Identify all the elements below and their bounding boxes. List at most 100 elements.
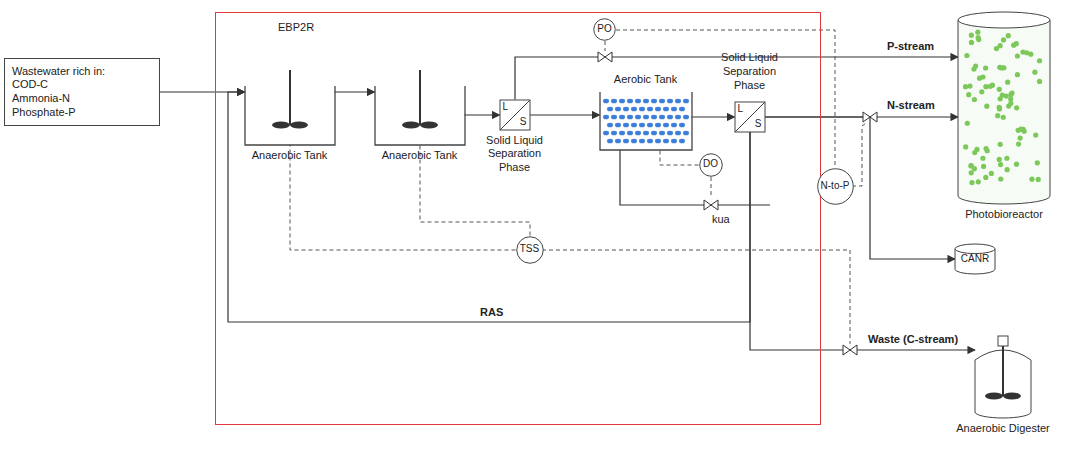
algae-dot: [994, 46, 999, 51]
node-label: Wastewater rich in:: [12, 65, 152, 79]
algae-dot: [969, 40, 974, 45]
algae-dot: [976, 35, 981, 40]
anaerobic-tank: Anaerobic Tank: [245, 86, 335, 145]
signal-line: [542, 250, 850, 344]
node-outline: [375, 86, 465, 145]
air-bubble: [659, 114, 665, 119]
air-bubble: [675, 98, 681, 103]
algae-dot: [972, 97, 977, 102]
input-box: Wastewater rich in:COD-CAmmonia-NPhospha…: [4, 58, 160, 126]
algae-dot: [995, 113, 1000, 118]
signal-line: [852, 123, 866, 186]
algae-dot: [977, 76, 982, 81]
aerobic-tank: Aerobic Tank: [600, 92, 692, 150]
node-label: Aerobic Tank: [614, 73, 677, 87]
mixer-blade: [420, 121, 438, 128]
node-label: Anaerobic Tank: [382, 149, 458, 163]
air-bubble: [619, 130, 625, 135]
air-bubble: [655, 138, 661, 143]
air-bubble: [651, 114, 657, 119]
air-bubble: [615, 138, 621, 143]
algae-dot: [1005, 80, 1010, 85]
node-label: DO: [703, 158, 718, 171]
flow-line: [335, 91, 375, 92]
air-bubble: [659, 98, 665, 103]
air-bubble: [615, 106, 621, 111]
algae-dot: [973, 63, 978, 68]
anaerobic-digester: Anaerobic Digester: [975, 338, 1031, 418]
node-label: Ammonia-N: [12, 92, 152, 106]
tank-wall: [600, 92, 692, 150]
algae-dot: [1016, 141, 1021, 146]
node-label: S: [755, 118, 762, 131]
sensor-outline: [594, 19, 616, 41]
separator-outline: [735, 102, 765, 132]
air-bubble: [611, 130, 617, 135]
valve-symbol: [863, 112, 877, 122]
air-bubble: [679, 138, 685, 143]
air-bubble: [679, 122, 685, 127]
algae-dot: [979, 89, 984, 94]
air-bubble: [635, 98, 641, 103]
node-label: Solid Liquid Separation Phase: [707, 51, 793, 92]
anaerobic-tank: Anaerobic Tank: [375, 86, 465, 145]
flow-line: [228, 92, 750, 322]
air-bubble: [671, 106, 677, 111]
algae-dot: [1001, 37, 1006, 42]
sensor-circle: PO: [593, 18, 616, 41]
air-bubble: [631, 138, 637, 143]
air-bubble: [651, 98, 657, 103]
air-bubble: [627, 98, 633, 103]
air-bubble: [679, 106, 685, 111]
node-label: Solid Liquid Separation Phase: [472, 134, 558, 175]
parameter-label: kua: [712, 213, 730, 226]
signal-line: [711, 177, 712, 198]
separator-box: LSSolid Liquid Separation Phase: [500, 100, 530, 130]
algae-dot: [969, 33, 974, 38]
algae-dot: [1011, 43, 1016, 48]
node-label: Anaerobic Digester: [956, 422, 1050, 436]
mixer-blade: [402, 121, 420, 128]
algae-dot: [984, 104, 989, 109]
algae-dot: [998, 176, 1003, 181]
air-bubble: [647, 138, 653, 143]
algae-dot: [963, 144, 968, 149]
mixer-blade: [985, 393, 1003, 400]
flow-line: [465, 114, 500, 115]
air-bubble: [619, 114, 625, 119]
algae-dot: [967, 83, 972, 88]
algae-dot: [980, 156, 985, 161]
algae-dot: [964, 53, 969, 58]
algae-dot: [983, 65, 988, 70]
air-bubble: [667, 114, 673, 119]
air-bubble: [607, 138, 613, 143]
air-bubble: [623, 106, 629, 111]
algae-dot: [997, 87, 1002, 92]
algae-dot: [998, 142, 1003, 147]
air-bubble: [623, 122, 629, 127]
process-region: EBP2RAnaerobic TankAnaerobic TankLSSolid…: [215, 12, 821, 425]
separator-diagonal: [735, 102, 765, 132]
flow-line: [692, 116, 735, 117]
algae-dot: [983, 175, 988, 180]
algae-dot: [1014, 162, 1019, 167]
air-bubble: [627, 114, 633, 119]
mixer-shaft: [289, 70, 291, 125]
algae-dot: [975, 30, 980, 35]
valve-symbol: [598, 52, 612, 62]
air-bubble: [651, 130, 657, 135]
sensor-circle: TSS: [516, 236, 544, 264]
algae-dot: [981, 164, 986, 169]
algae-dot: [983, 146, 988, 151]
algae-dot: [1001, 115, 1006, 120]
algae-dot: [997, 157, 1002, 162]
flow-line: [515, 57, 958, 100]
node-label: N-to-P: [821, 180, 850, 193]
air-bubble: [667, 130, 673, 135]
air-bubble: [607, 106, 613, 111]
algae-dot: [983, 84, 988, 89]
air-bubble: [659, 130, 665, 135]
algae-dot: [1033, 132, 1038, 137]
air-bubble: [647, 122, 653, 127]
sensor-outline: [699, 153, 722, 176]
